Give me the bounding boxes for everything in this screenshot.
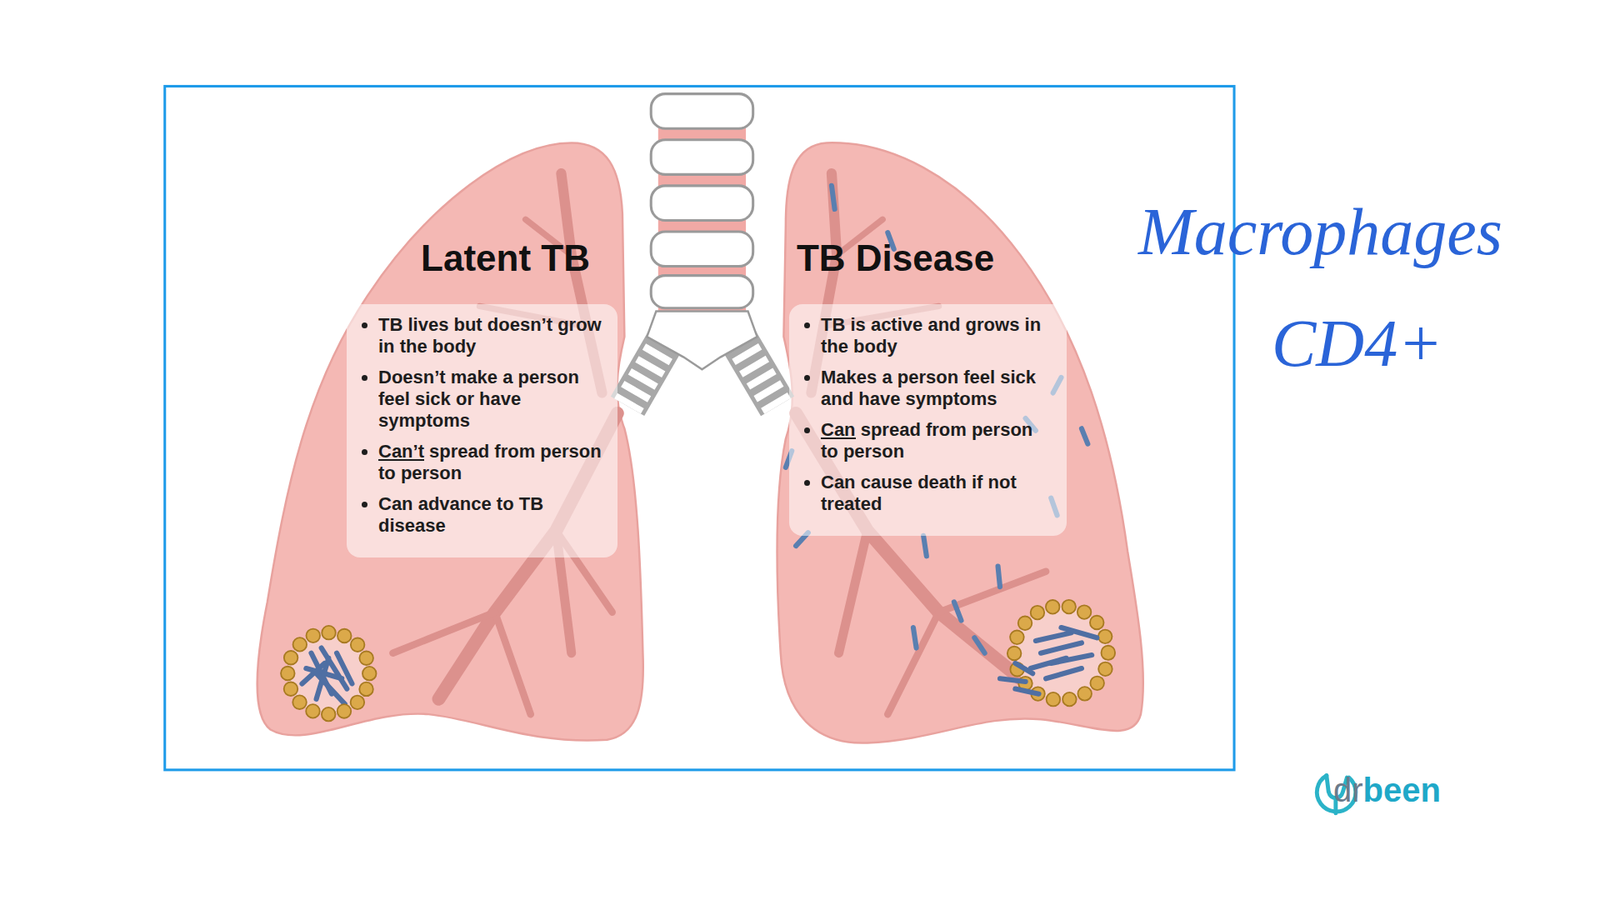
granuloma [1000,605,1109,700]
bullet-dot [804,322,810,329]
bullet-dot [804,427,810,434]
handwritten-note: Macrophages [1138,198,1503,265]
right-lung [777,142,1144,743]
bullet-dot [361,375,368,381]
panel-heading: TB Disease [796,237,995,280]
bullet-item: Can cause death if not treated [800,471,1055,515]
bullet-item: Makes a person feel sick and have sympto… [800,366,1055,410]
logo-text: been [1363,773,1441,807]
panel-heading: Latent TB [420,237,590,280]
handwritten-note: CD4+ [1271,310,1443,377]
underline [378,459,425,461]
bullet-item: Doesn’t make a person feel sick or have … [358,366,606,432]
bullet-item: Can spread from person to person [800,419,1055,463]
bullet-dot [804,480,810,486]
logo-text: dr [1333,773,1364,807]
granuloma [287,632,370,715]
frame [165,85,1235,770]
bullet-item: Can’t spread from person to person [358,440,606,485]
left-lung [257,142,644,740]
text-panel: TB DiseaseTB is active and grows in the … [789,304,1067,536]
bullet-dot [804,375,810,381]
bullet-dot [361,322,368,329]
bullet-dot [361,449,368,455]
bullet-dot [361,501,368,508]
bullet-item: Can advance to TB disease [358,493,606,537]
text-panel: Latent TBTB lives but doesn’t grow in th… [346,304,618,558]
trachea [627,94,778,407]
bullet-item: TB lives but doesn’t grow in the body [358,314,606,358]
bullet-item: TB is active and grows in the body [800,314,1055,358]
bacilli [785,185,1088,654]
underline [820,437,856,440]
